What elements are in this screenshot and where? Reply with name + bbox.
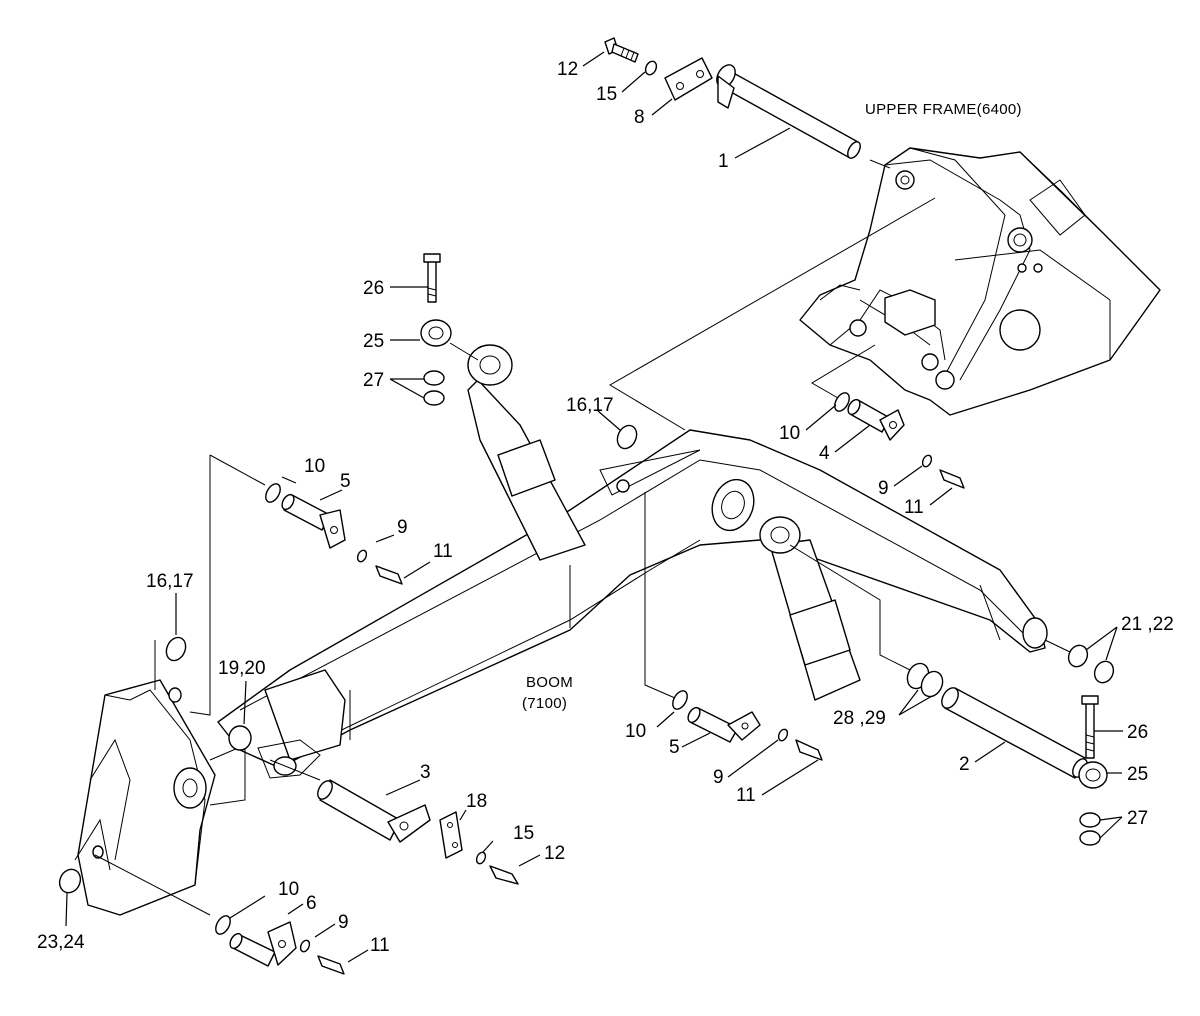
callout-5-middle: 5 xyxy=(669,737,680,758)
callout-1: 1 xyxy=(718,151,729,172)
callout-18: 18 xyxy=(466,791,487,812)
callout-3: 3 xyxy=(420,762,431,783)
washer-15-top xyxy=(644,60,658,76)
callout-25-upper: 25 xyxy=(363,331,384,352)
callout-26-upper: 26 xyxy=(363,278,384,299)
callout-26-lower: 26 xyxy=(1127,722,1148,743)
washer-23-24 xyxy=(58,868,82,894)
callout-28-29: 28 ,29 xyxy=(833,708,886,729)
washer-16-17-top xyxy=(616,424,638,450)
bolt-11-a xyxy=(375,565,403,585)
upper-frame-title: UPPER FRAME(6400) xyxy=(865,101,1022,118)
washer-9-d xyxy=(921,454,933,468)
boom-cylinder-upper xyxy=(467,344,586,561)
callout-6: 6 xyxy=(306,893,317,914)
pin-6-drawing xyxy=(229,921,297,967)
bolt-11-b xyxy=(795,739,823,761)
bolt-11-d xyxy=(939,469,965,489)
washer-9-a xyxy=(356,549,368,563)
callout-9-middle: 9 xyxy=(713,767,724,788)
boom-title-line1: BOOM xyxy=(526,674,573,691)
upper-frame-drawing xyxy=(799,147,1161,416)
boom-title-line2: (7100) xyxy=(522,695,567,712)
callout-27-lower: 27 xyxy=(1127,808,1148,829)
washer-10-upper-left xyxy=(265,483,281,503)
callout-12-lower: 12 xyxy=(544,843,565,864)
callout-15-top: 15 xyxy=(596,84,617,105)
callout-2: 2 xyxy=(959,754,970,775)
washer-28-29-b xyxy=(920,670,944,698)
callout-15-lower: 15 xyxy=(513,823,534,844)
callout-9-lower: 9 xyxy=(338,912,349,933)
callout-12-top: 12 xyxy=(557,59,578,80)
washer-21-22-b xyxy=(1093,660,1115,684)
bolt-12-lower xyxy=(489,865,519,885)
callout-16-17-top: 16,17 xyxy=(566,395,614,416)
callout-5-upper: 5 xyxy=(340,471,351,492)
callout-23-24: 23,24 xyxy=(37,932,85,953)
washer-10-right xyxy=(834,392,850,412)
callout-11-lower: 11 xyxy=(370,935,390,956)
washer-21-22-a xyxy=(1067,644,1089,668)
plate-18-drawing xyxy=(439,811,463,859)
callout-21-22: 21 ,22 xyxy=(1121,614,1174,635)
callout-16-17-left: 16,17 xyxy=(146,571,194,592)
boom-drawing xyxy=(217,429,1048,779)
clamp-25-26-27-upper xyxy=(420,253,452,406)
bolt-11-c xyxy=(317,955,345,975)
plate-8-drawing xyxy=(664,57,713,101)
assembly-guide-lines xyxy=(94,159,1071,916)
washer-10-lower xyxy=(215,915,231,935)
callout-9-right: 9 xyxy=(878,478,889,499)
callout-9-upper-left: 9 xyxy=(397,517,408,538)
callout-10-middle: 10 xyxy=(625,721,646,742)
callout-11-right: 11 xyxy=(904,497,924,518)
boom-cylinder-lower xyxy=(759,516,861,701)
bolt-12-top-drawing xyxy=(604,37,639,63)
callout-27-upper: 27 xyxy=(363,370,384,391)
callout-10-right: 10 xyxy=(779,423,800,444)
washer-15-lower xyxy=(475,851,487,865)
washer-16-17-left xyxy=(165,636,187,662)
callout-10-lower: 10 xyxy=(278,879,299,900)
washer-10-middle xyxy=(672,690,688,710)
bracket-drawing xyxy=(74,679,246,916)
leader-lines xyxy=(65,51,1123,963)
pin-5-upper-drawing xyxy=(281,493,346,549)
callout-25-lower: 25 xyxy=(1127,764,1148,785)
callout-8: 8 xyxy=(634,107,645,128)
washer-9-b xyxy=(777,728,789,742)
callout-11-upper-left: 11 xyxy=(433,541,453,562)
pin-2-drawing xyxy=(941,687,1088,779)
washer-9-c xyxy=(299,939,311,953)
pin-3-drawing xyxy=(317,779,431,843)
callout-4: 4 xyxy=(819,443,830,464)
pin-5-middle-drawing xyxy=(687,706,761,743)
callout-19-20: 19,20 xyxy=(218,658,266,679)
callout-11-middle: 11 xyxy=(736,785,756,806)
clamp-25-26-27-lower xyxy=(1078,695,1108,846)
callout-10-upper-left: 10 xyxy=(304,456,325,477)
pin-1-drawing xyxy=(716,64,861,159)
pin-4-drawing xyxy=(847,398,905,441)
bushing-19-20 xyxy=(228,725,252,751)
